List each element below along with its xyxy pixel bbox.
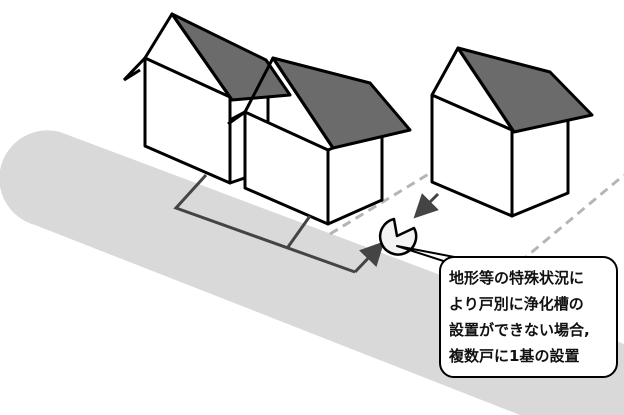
septic-tank-icon xyxy=(378,217,418,256)
house-icon xyxy=(227,56,412,226)
lot-boundary-line xyxy=(519,173,624,264)
callout-line-1: 地形等の特殊状況に xyxy=(449,269,584,287)
callout-box xyxy=(439,256,618,378)
callout-line-2: より戸別に浄化槽の xyxy=(449,295,584,313)
callout-line-3: 設置ができない場合, xyxy=(449,321,590,339)
drain-pipe xyxy=(173,173,385,274)
arrow-icon xyxy=(413,192,440,219)
house-icon xyxy=(430,46,594,218)
callout-line-4: 複数戸に1基の設置 xyxy=(448,347,579,365)
